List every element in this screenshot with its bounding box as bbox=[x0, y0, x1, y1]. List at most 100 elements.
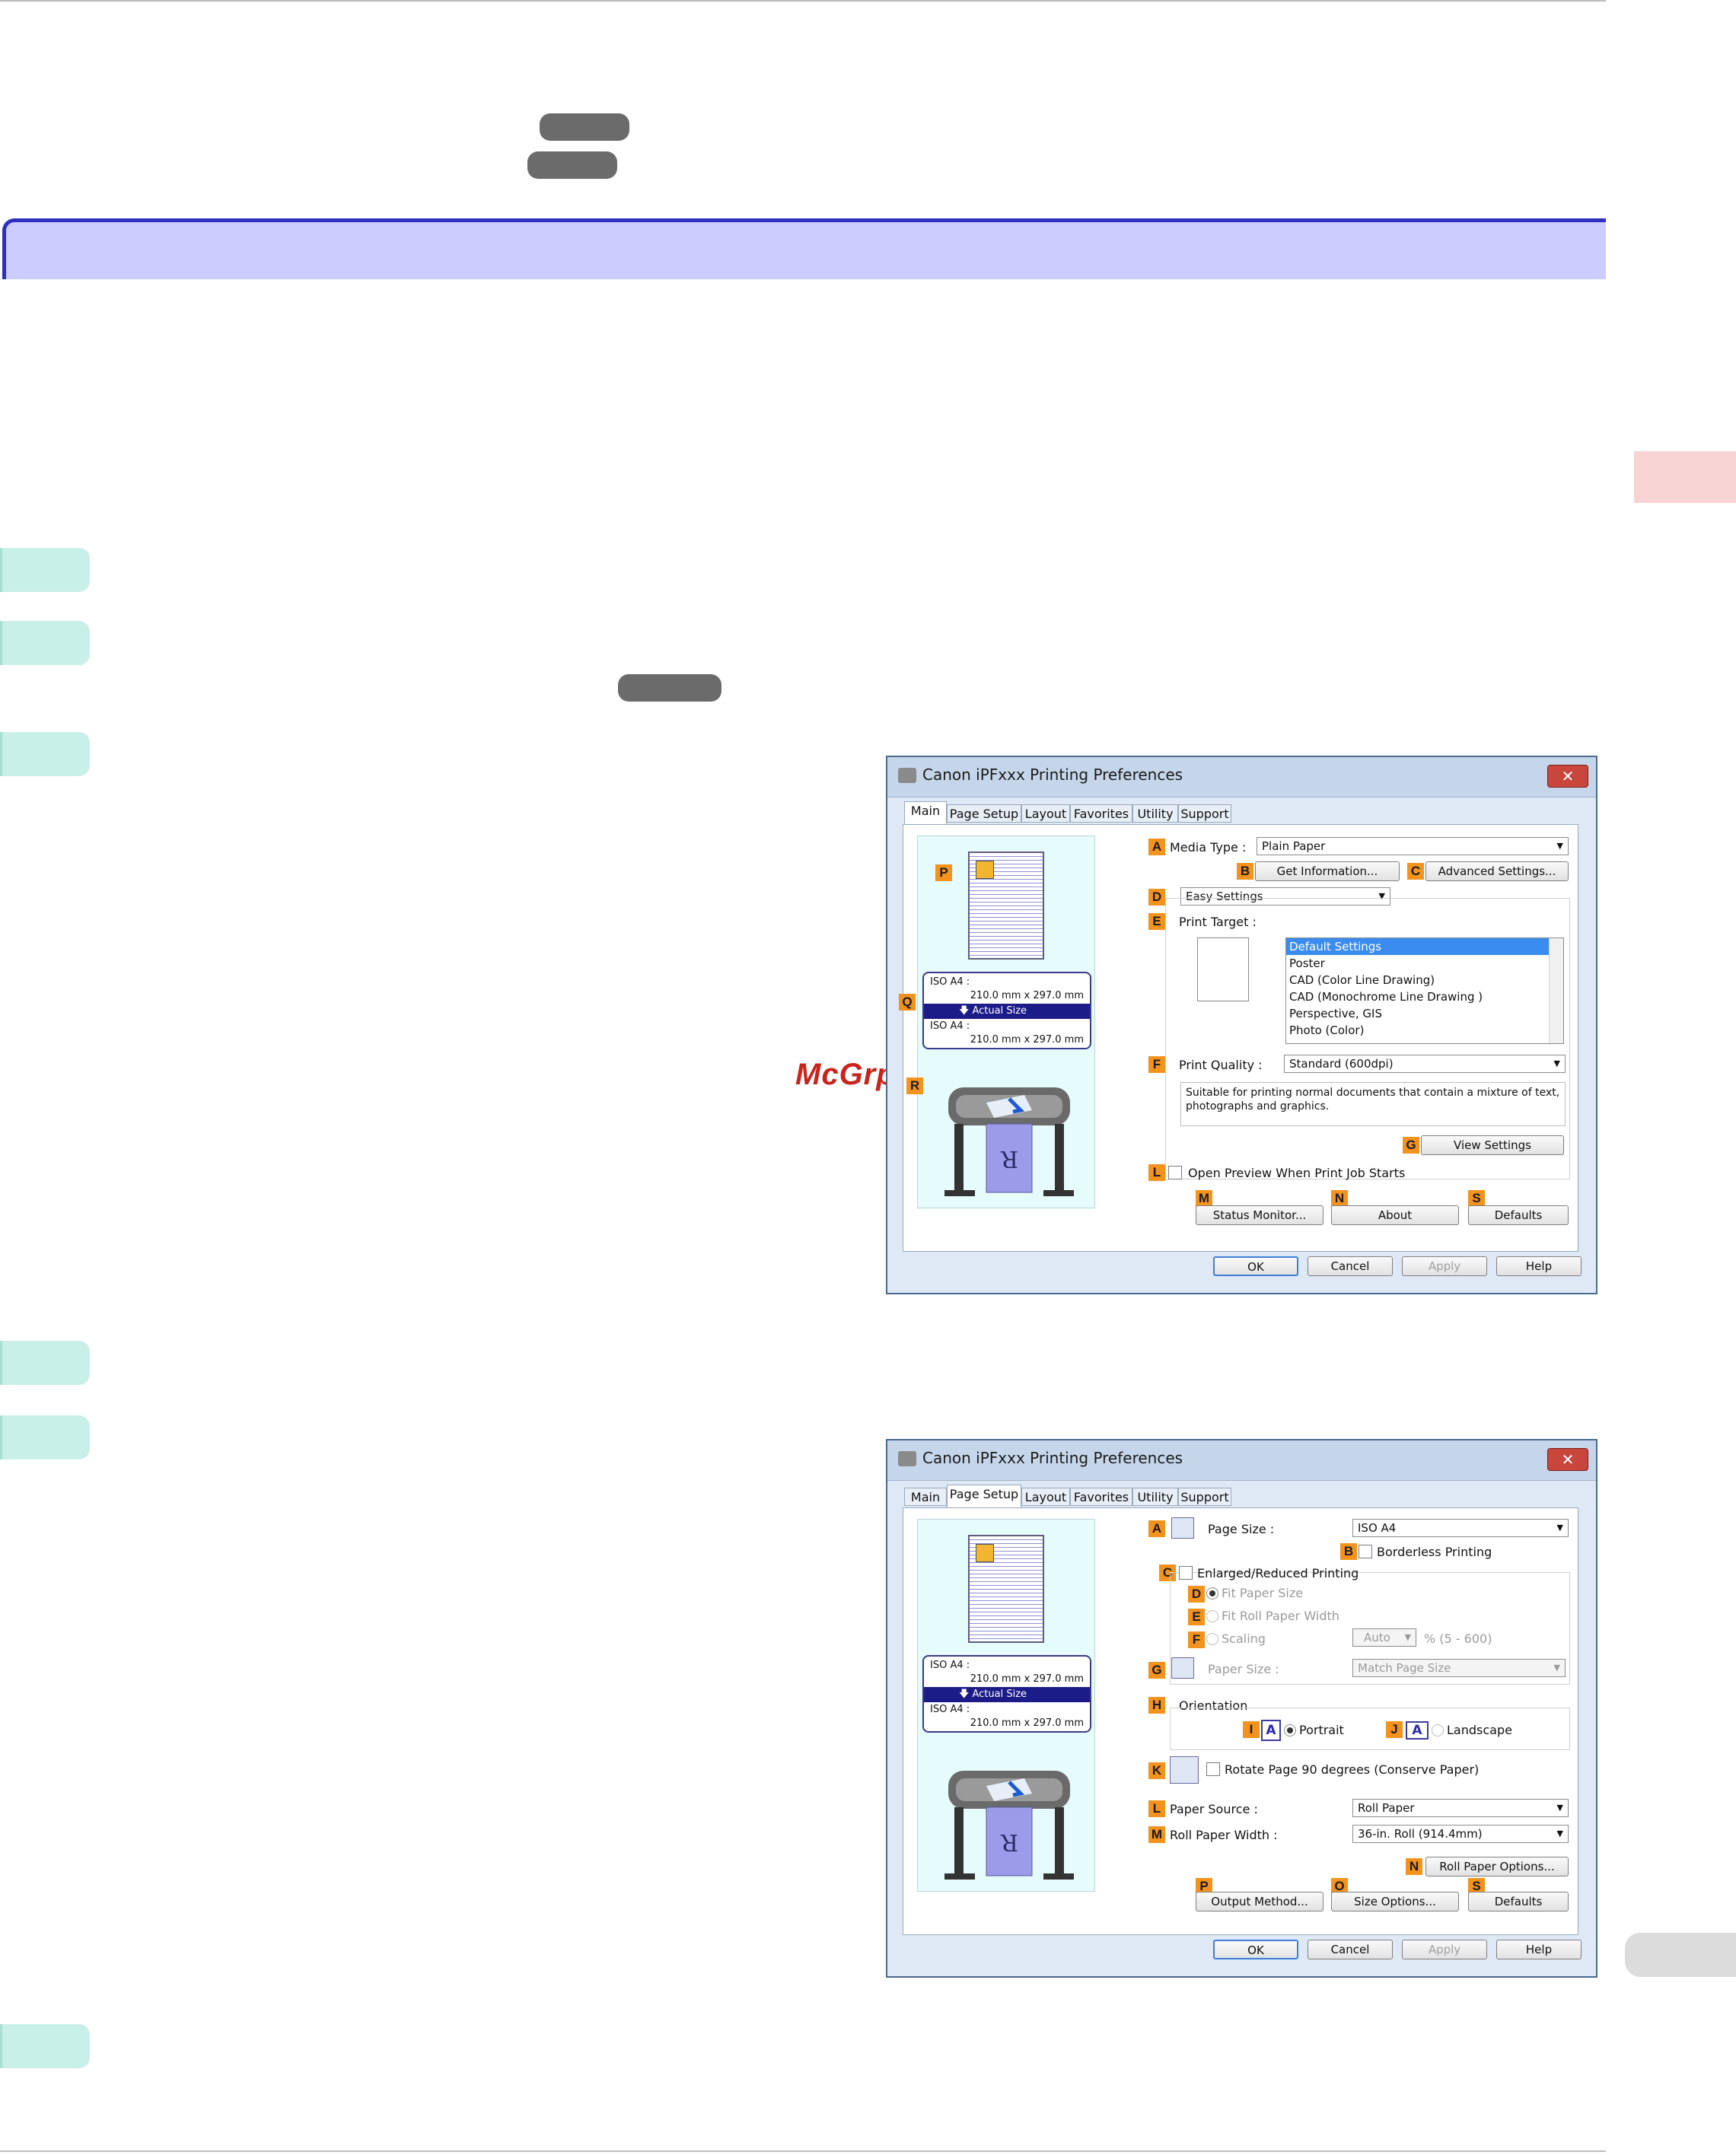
defaults-button[interactable]: Defaults bbox=[1468, 1892, 1569, 1911]
down-arrow-icon: 🡇 bbox=[959, 1005, 973, 1017]
tab-support[interactable]: Support bbox=[1178, 1488, 1231, 1506]
badge-s: S bbox=[1468, 1190, 1485, 1207]
size-info-box: ISO A4 : 210.0 mm x 297.0 mm 🡇 Actual Si… bbox=[922, 972, 1091, 1049]
cancel-button[interactable]: Cancel bbox=[1308, 1256, 1393, 1276]
list-item[interactable]: Perspective, GIS bbox=[1289, 1007, 1382, 1020]
apply-button[interactable]: Apply bbox=[1402, 1940, 1487, 1959]
get-information-button[interactable]: Get Information... bbox=[1255, 861, 1400, 881]
document-preview-thumbnail bbox=[968, 1535, 1044, 1643]
reference-pill-2 bbox=[527, 151, 617, 179]
open-preview-checkbox[interactable] bbox=[1168, 1166, 1182, 1179]
original-size-dimensions: 210.0 mm x 297.0 mm bbox=[970, 990, 1084, 1001]
portrait-icon: A bbox=[1261, 1720, 1281, 1741]
badge-g: G bbox=[1148, 1662, 1165, 1679]
output-size-label: ISO A4 : bbox=[930, 1704, 970, 1715]
tab-utility[interactable]: Utility bbox=[1132, 804, 1178, 823]
list-item[interactable]: Photo (Color) bbox=[1289, 1023, 1365, 1037]
open-preview-label: Open Preview When Print Job Starts bbox=[1188, 1166, 1406, 1180]
roll-width-select[interactable]: 36-in. Roll (914.4mm) bbox=[1352, 1825, 1569, 1843]
tab-main[interactable]: Main bbox=[904, 1488, 947, 1506]
print-target-label: Print Target : bbox=[1179, 915, 1257, 929]
orientation-group bbox=[1170, 1708, 1570, 1750]
list-item[interactable]: Poster bbox=[1289, 957, 1325, 970]
document-preview-thumbnail bbox=[968, 851, 1044, 960]
easy-settings-select[interactable]: Easy Settings bbox=[1180, 887, 1390, 906]
help-button[interactable]: Help bbox=[1496, 1940, 1582, 1959]
tab-page-setup[interactable]: Page Setup bbox=[947, 1485, 1021, 1507]
output-method-button[interactable]: Output Method... bbox=[1196, 1892, 1324, 1911]
badge-d: D bbox=[1148, 889, 1165, 906]
landscape-label: Landscape bbox=[1447, 1723, 1512, 1737]
chapter-side-tab bbox=[1634, 451, 1736, 503]
advanced-settings-button[interactable]: Advanced Settings... bbox=[1425, 861, 1569, 881]
fit-paper-size-radio[interactable] bbox=[1206, 1587, 1218, 1600]
fit-roll-width-radio[interactable] bbox=[1206, 1610, 1218, 1622]
step-marker-2 bbox=[0, 621, 90, 665]
print-quality-label: Print Quality : bbox=[1179, 1058, 1263, 1072]
paper-source-label: Paper Source : bbox=[1170, 1802, 1258, 1816]
status-monitor-button[interactable]: Status Monitor... bbox=[1196, 1205, 1324, 1225]
defaults-button[interactable]: Defaults bbox=[1468, 1205, 1569, 1225]
tab-favorites[interactable]: Favorites bbox=[1070, 804, 1132, 823]
view-settings-button[interactable]: View Settings bbox=[1421, 1135, 1564, 1155]
cancel-button[interactable]: Cancel bbox=[1308, 1940, 1393, 1959]
rotate-page-label: Rotate Page 90 degrees (Conserve Paper) bbox=[1225, 1762, 1480, 1777]
output-size-dimensions: 210.0 mm x 297.0 mm bbox=[970, 1034, 1084, 1046]
print-quality-select[interactable]: Standard (600dpi) bbox=[1284, 1055, 1566, 1073]
badge-s: S bbox=[1468, 1878, 1485, 1895]
actual-size-label: Actual Size bbox=[972, 1005, 1027, 1017]
scaling-input[interactable]: Auto bbox=[1352, 1628, 1416, 1647]
portrait-radio[interactable] bbox=[1284, 1724, 1296, 1736]
ok-button[interactable]: OK bbox=[1213, 1256, 1298, 1276]
dialog-title: Canon iPFxxx Printing Preferences bbox=[922, 1449, 1183, 1467]
list-item[interactable]: CAD (Monochrome Line Drawing ) bbox=[1289, 990, 1483, 1004]
ok-button[interactable]: OK bbox=[1213, 1940, 1298, 1959]
close-button[interactable]: ✕ bbox=[1547, 1448, 1588, 1471]
tab-page-setup[interactable]: Page Setup bbox=[947, 804, 1021, 823]
apply-button[interactable]: Apply bbox=[1402, 1256, 1487, 1276]
tab-favorites[interactable]: Favorites bbox=[1070, 1488, 1132, 1506]
page-size-select[interactable]: ISO A4 bbox=[1352, 1519, 1569, 1537]
help-button[interactable]: Help bbox=[1496, 1256, 1582, 1276]
output-size-label: ISO A4 : bbox=[930, 1020, 970, 1032]
rotate-page-checkbox[interactable] bbox=[1206, 1762, 1220, 1776]
badge-n: N bbox=[1406, 1858, 1422, 1875]
roll-paper-options-button[interactable]: Roll Paper Options... bbox=[1425, 1857, 1569, 1876]
about-button[interactable]: About bbox=[1331, 1205, 1459, 1225]
scaling-radio[interactable] bbox=[1206, 1633, 1218, 1645]
media-type-label: Media Type : bbox=[1170, 840, 1247, 855]
borderless-checkbox[interactable] bbox=[1359, 1545, 1372, 1558]
tab-support[interactable]: Support bbox=[1178, 804, 1231, 823]
badge-r: R bbox=[906, 1078, 923, 1094]
printer-icon bbox=[898, 1451, 916, 1466]
badge-m: M bbox=[1148, 1826, 1165, 1843]
badge-f: F bbox=[1188, 1631, 1205, 1648]
list-item[interactable]: Default Settings bbox=[1286, 938, 1563, 955]
step-marker-5 bbox=[0, 1415, 90, 1459]
page-setup-tab-panel: ISO A4 : 210.0 mm x 297.0 mm 🡇 Actual Si… bbox=[903, 1507, 1578, 1935]
quality-description: Suitable for printing normal documents t… bbox=[1180, 1082, 1566, 1126]
page-number-tab bbox=[1625, 1933, 1736, 1977]
paper-size-label: Paper Size : bbox=[1208, 1662, 1279, 1676]
print-target-list[interactable]: Default Settings Poster CAD (Color Line … bbox=[1285, 937, 1564, 1044]
close-button[interactable]: ✕ bbox=[1547, 765, 1588, 788]
tab-layout[interactable]: Layout bbox=[1021, 804, 1070, 823]
tab-layout[interactable]: Layout bbox=[1021, 1488, 1070, 1506]
list-item[interactable]: CAD (Color Line Drawing) bbox=[1289, 973, 1435, 987]
scaling-range-label: % (5 - 600) bbox=[1424, 1631, 1492, 1646]
tab-utility[interactable]: Utility bbox=[1132, 1488, 1178, 1506]
dialog-titlebar: Canon iPFxxx Printing Preferences ✕ bbox=[887, 1440, 1596, 1481]
list-scrollbar[interactable] bbox=[1549, 938, 1563, 1043]
printer-icon bbox=[898, 768, 916, 783]
printer-illustration-icon: R bbox=[944, 1087, 1074, 1196]
step-marker-1 bbox=[0, 548, 90, 592]
enlarged-reduced-checkbox[interactable] bbox=[1179, 1566, 1193, 1580]
size-options-button[interactable]: Size Options... bbox=[1331, 1892, 1459, 1911]
preview-pane: ISO A4 : 210.0 mm x 297.0 mm 🡇 Actual Si… bbox=[917, 836, 1095, 1208]
paper-source-select[interactable]: Roll Paper bbox=[1352, 1799, 1569, 1817]
tab-main[interactable]: Main bbox=[904, 801, 947, 824]
paper-size-select[interactable]: Match Page Size bbox=[1352, 1659, 1566, 1677]
size-info-box: ISO A4 : 210.0 mm x 297.0 mm 🡇 Actual Si… bbox=[922, 1655, 1091, 1733]
media-type-select[interactable]: Plain Paper bbox=[1257, 837, 1569, 855]
landscape-radio[interactable] bbox=[1432, 1724, 1444, 1736]
